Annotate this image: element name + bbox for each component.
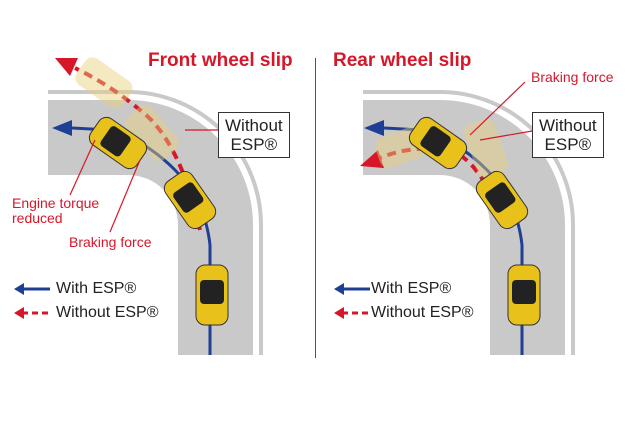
rear-title: Rear wheel slip	[333, 50, 472, 71]
box-leader	[479, 129, 539, 141]
front-road-diagram	[14, 57, 263, 355]
with-esp-arrowhead	[52, 120, 72, 136]
without-esp-path	[74, 66, 202, 231]
front-title: Front wheel slip	[148, 50, 293, 71]
panel-divider	[315, 58, 316, 358]
car-1	[408, 116, 468, 170]
engine-torque-label: Engine torque reduced	[12, 196, 99, 226]
without-esp-arrowhead	[55, 58, 78, 76]
front-without-esp-box: Without ESP®	[218, 112, 290, 158]
box-line-2: ESP®	[230, 135, 278, 154]
front-wheel-slip-panel: Front wheel slip Without ESP® Engine tor…	[12, 50, 293, 355]
rear-without-esp-box: Without ESP®	[532, 112, 604, 158]
car-3	[195, 264, 229, 326]
front-braking-label: Braking force	[69, 234, 152, 250]
box-line-2: ESP®	[544, 135, 592, 154]
front-legend-without: Without ESP®	[56, 304, 159, 321]
box-line-1: Without	[539, 116, 597, 135]
rear-wheel-slip-panel: Rear wheel slip Braking force Without ES…	[320, 0, 640, 425]
car-2	[475, 170, 529, 230]
road-edge	[363, 94, 571, 355]
car-1	[88, 116, 148, 170]
front-legend-with: With ESP®	[56, 280, 137, 297]
car-2	[163, 170, 217, 230]
with-esp-arrowhead	[364, 120, 384, 136]
box-line-1: Without	[225, 116, 283, 135]
rear-legend-with: With ESP®	[371, 280, 452, 297]
car-3	[507, 264, 541, 326]
rear-braking-label: Braking force	[531, 69, 614, 85]
without-esp-arrowhead	[360, 150, 384, 168]
engine-line-2: reduced	[12, 210, 63, 226]
ghost-car-2	[463, 118, 509, 178]
rear-legend-without: Without ESP®	[371, 304, 474, 321]
ghost-car-2	[125, 104, 179, 162]
braking-leader	[109, 159, 141, 233]
engine-leader	[69, 139, 96, 196]
braking-leader	[469, 81, 526, 136]
ghost-car-1	[75, 57, 133, 109]
engine-line-1: Engine torque	[12, 195, 100, 211]
rear-road-diagram	[334, 81, 575, 355]
